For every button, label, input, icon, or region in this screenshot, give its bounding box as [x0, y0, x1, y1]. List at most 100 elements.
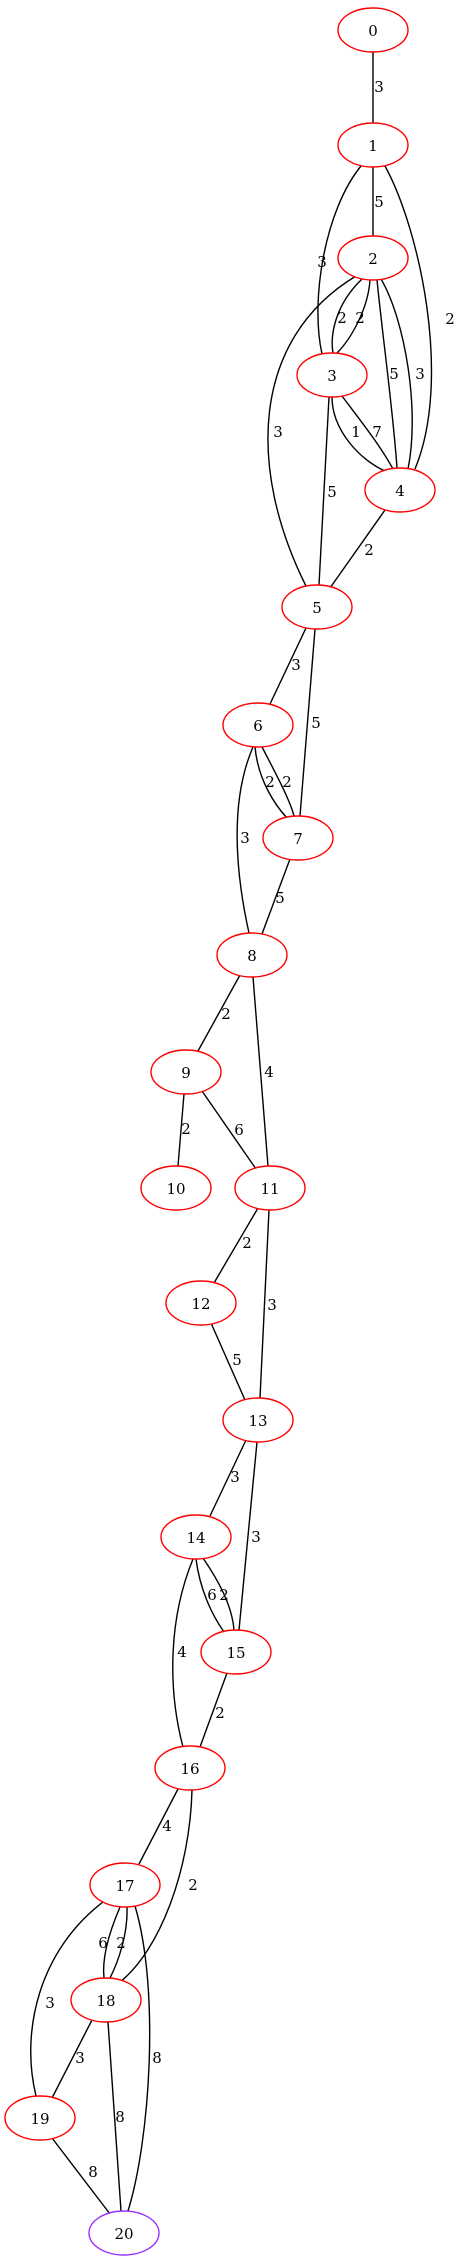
edge-weight-label: 2	[116, 1934, 126, 1952]
node-ellipse	[337, 7, 409, 53]
node-ellipse	[165, 1280, 237, 1326]
edge-4-5	[329, 509, 386, 589]
edge-11-13	[259, 1209, 270, 1399]
node-ellipse	[160, 1514, 232, 1560]
edge-weight-label: 3	[291, 656, 301, 674]
edge-18-19	[51, 2019, 93, 2099]
edge-16-18	[119, 1789, 193, 1983]
node-label: 7	[293, 830, 303, 848]
edge-19-20	[51, 2137, 111, 2215]
node-label: 3	[327, 367, 337, 385]
edge-weight-label: 3	[415, 365, 425, 383]
node-label: 1	[368, 137, 378, 155]
edge-weight-label: 2	[242, 1234, 252, 1252]
edge-weight-label: 2	[221, 1005, 231, 1023]
edge-2-3b	[336, 279, 371, 354]
graph-node-3: 3	[296, 352, 368, 398]
node-ellipse	[222, 1397, 294, 1443]
node-ellipse	[140, 1165, 212, 1211]
node-label: 19	[30, 2110, 49, 2128]
node-ellipse	[222, 702, 294, 748]
edge-2-4a	[376, 279, 398, 469]
graph-node-4: 4	[364, 467, 436, 513]
node-label: 6	[253, 717, 263, 735]
edge-15-16	[199, 1672, 228, 1748]
graph-node-20: 20	[88, 2210, 160, 2256]
edge-weight-label: 5	[275, 889, 285, 907]
node-ellipse	[262, 815, 334, 861]
edge-weight-label: 4	[177, 1643, 187, 1661]
node-label: 10	[166, 1180, 185, 1198]
edges-layer	[30, 52, 433, 2215]
edge-weight-label: 2	[445, 310, 455, 328]
edge-12-13	[210, 1322, 246, 1401]
graph-node-9: 9	[150, 1049, 222, 1095]
node-label: 11	[260, 1180, 279, 1198]
edge-weight-label: 5	[327, 483, 337, 501]
edge-6-8	[236, 746, 254, 934]
edge-weight-label: 4	[264, 1063, 274, 1081]
node-label: 9	[181, 1064, 191, 1082]
edge-14-15b	[202, 1557, 235, 1631]
graph-node-18: 18	[70, 1977, 142, 2023]
edge-3-5	[318, 396, 330, 586]
node-ellipse	[70, 1977, 142, 2023]
edge-5-7	[299, 628, 316, 817]
graph-node-12: 12	[165, 1280, 237, 1326]
edge-weight-label: 3	[251, 1528, 261, 1546]
edge-8-11	[252, 976, 269, 1167]
node-ellipse	[200, 1629, 272, 1675]
edge-weight-label: 8	[115, 2108, 125, 2126]
graph-node-5: 5	[281, 584, 353, 630]
edge-17-19	[30, 1901, 104, 2097]
edge-6-7a	[254, 746, 288, 819]
edge-weight-label: 6	[234, 1121, 244, 1139]
graph-node-15: 15	[200, 1629, 272, 1675]
edge-14-16	[172, 1558, 194, 1748]
edge-13-14	[209, 1439, 247, 1517]
edge-weight-label: 3	[230, 1468, 240, 1486]
edge-weight-label: 5	[311, 714, 321, 732]
edge-weight-label: 2	[215, 1704, 225, 1722]
node-label: 20	[114, 2225, 133, 2243]
edge-weight-label: 5	[389, 365, 399, 383]
edge-2-4b	[380, 278, 413, 470]
edge-weight-label: 2	[188, 1876, 198, 1894]
edge-7-8	[261, 858, 291, 935]
edge-weight-label: 2	[364, 541, 374, 559]
edge-weight-label: 8	[152, 2049, 162, 2067]
edge-weight-label: 2	[355, 309, 365, 327]
edge-2-5	[267, 275, 357, 587]
node-label: 13	[248, 1412, 267, 1430]
edge-weight-label: 4	[162, 1817, 172, 1835]
node-label: 16	[180, 1760, 199, 1778]
node-label: 18	[96, 1992, 115, 2010]
graph-node-8: 8	[216, 932, 288, 978]
graph-node-14: 14	[160, 1514, 232, 1560]
edge-17-18b	[109, 1906, 128, 1979]
edge-16-17	[138, 1788, 179, 1865]
node-ellipse	[4, 2095, 76, 2141]
node-label: 5	[312, 599, 322, 617]
edge-weight-label: 3	[374, 78, 384, 96]
node-ellipse	[89, 1862, 161, 1908]
edge-weight-label: 3	[267, 1296, 277, 1314]
node-label: 0	[368, 22, 378, 40]
edge-1-4	[384, 165, 433, 470]
edge-weight-label: 2	[181, 1120, 191, 1138]
graph-node-17: 17	[89, 1862, 161, 1908]
graph-node-2: 2	[337, 235, 409, 281]
edge-weight-label: 5	[232, 1351, 242, 1369]
node-ellipse	[296, 352, 368, 398]
edge-17-20	[127, 1905, 151, 2212]
edge-weight-label: 2	[265, 773, 275, 791]
edge-weight-label: 3	[317, 253, 327, 271]
node-ellipse	[337, 122, 409, 168]
edge-weight-label: 7	[372, 423, 382, 441]
edge-5-6	[269, 627, 307, 705]
edge-weight-label: 8	[88, 2163, 98, 2181]
node-ellipse	[234, 1165, 306, 1211]
graph-node-19: 19	[4, 2095, 76, 2141]
